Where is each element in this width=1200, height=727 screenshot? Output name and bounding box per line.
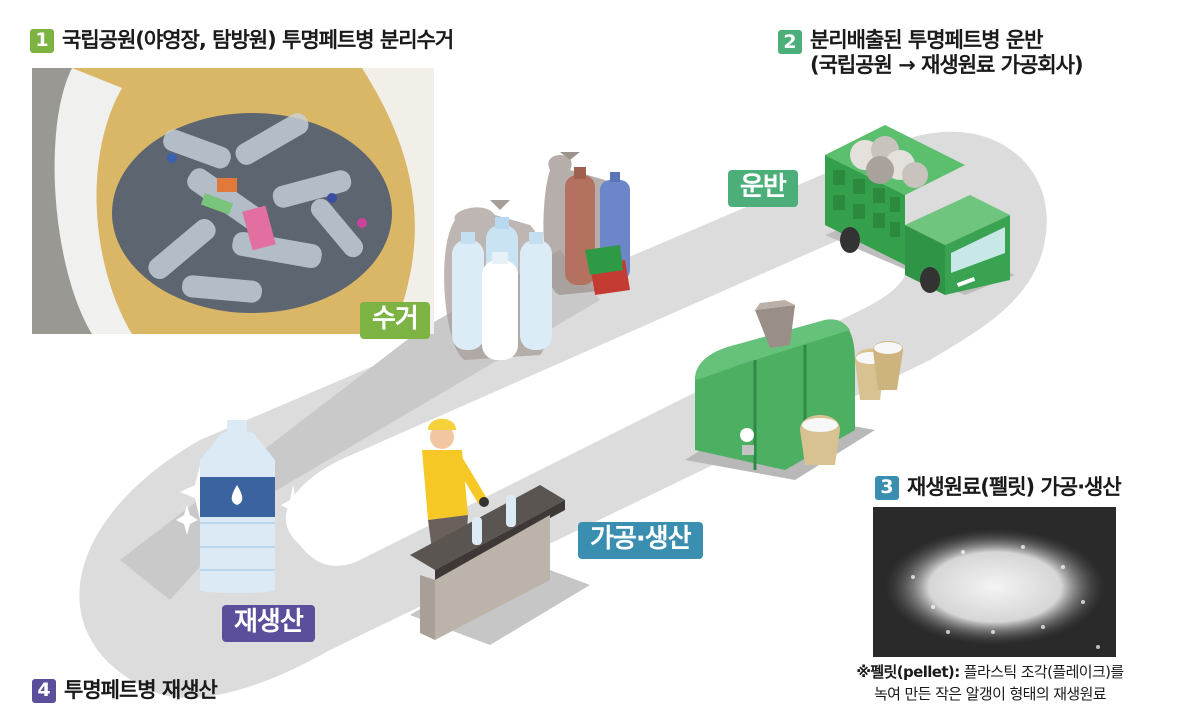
note-line-2: 녹여 만든 작은 알갱이 형태의 재생원료 <box>873 684 1107 703</box>
step-4-number-badge: 4 <box>32 678 56 703</box>
label-transport: 운반 <box>728 170 798 207</box>
sorted-recycling-bags-illustration <box>444 152 631 360</box>
collection-photo <box>32 68 434 334</box>
pellets-photo <box>873 507 1116 657</box>
step-3-number-badge: 3 <box>875 475 899 500</box>
worker-conveyor-belt-illustration <box>410 418 590 645</box>
recycled-pet-bottle-illustration <box>176 420 305 593</box>
step-2-title-line1: 분리배출된 투명페트병 운반 <box>810 28 1043 52</box>
transport-truck-illustration <box>825 125 1015 295</box>
label-process: 가공·생산 <box>578 522 703 559</box>
note-line-1-text: 플라스틱 조각(플레이크)를 <box>959 663 1124 681</box>
step-1-title: 국립공원(야영장, 탐방원) 투명페트병 분리수거 <box>62 28 454 52</box>
note-term: ※펠릿(pellet): <box>856 663 960 681</box>
step-2-title-line2: (국립공원 → 재생원료 가공회사) <box>810 53 1084 78</box>
step-4-heading: 4 투명페트병 재생산 <box>32 678 218 703</box>
step-3-heading: 3 재생원료(펠릿) 가공·생산 <box>875 475 1122 500</box>
note-line-1: ※펠릿(pellet): 플라스틱 조각(플레이크)를 <box>800 662 1180 684</box>
step-2-number-badge: 2 <box>778 30 802 54</box>
recycled-pellets-image <box>873 507 1116 657</box>
step-3-title: 재생원료(펠릿) 가공·생산 <box>907 475 1122 499</box>
step-4-title: 투명페트병 재생산 <box>64 678 218 702</box>
label-collect: 수거 <box>360 302 430 339</box>
pellet-processing-machine-illustration <box>685 300 903 480</box>
step-1-heading: 1 국립공원(야영장, 탐방원) 투명페트병 분리수거 <box>30 28 454 53</box>
bag-of-pet-bottles-image <box>32 68 434 334</box>
step-1-number-badge: 1 <box>30 28 54 53</box>
step-2-heading: 2 분리배출된 투명페트병 운반 (국립공원 → 재생원료 가공회사) <box>778 28 1084 78</box>
water-drop-icon <box>231 485 243 505</box>
pellet-definition-note: ※펠릿(pellet): 플라스틱 조각(플레이크)를 녹여 만든 작은 알갱이… <box>800 662 1180 706</box>
label-reproduce: 재생산 <box>222 605 315 642</box>
